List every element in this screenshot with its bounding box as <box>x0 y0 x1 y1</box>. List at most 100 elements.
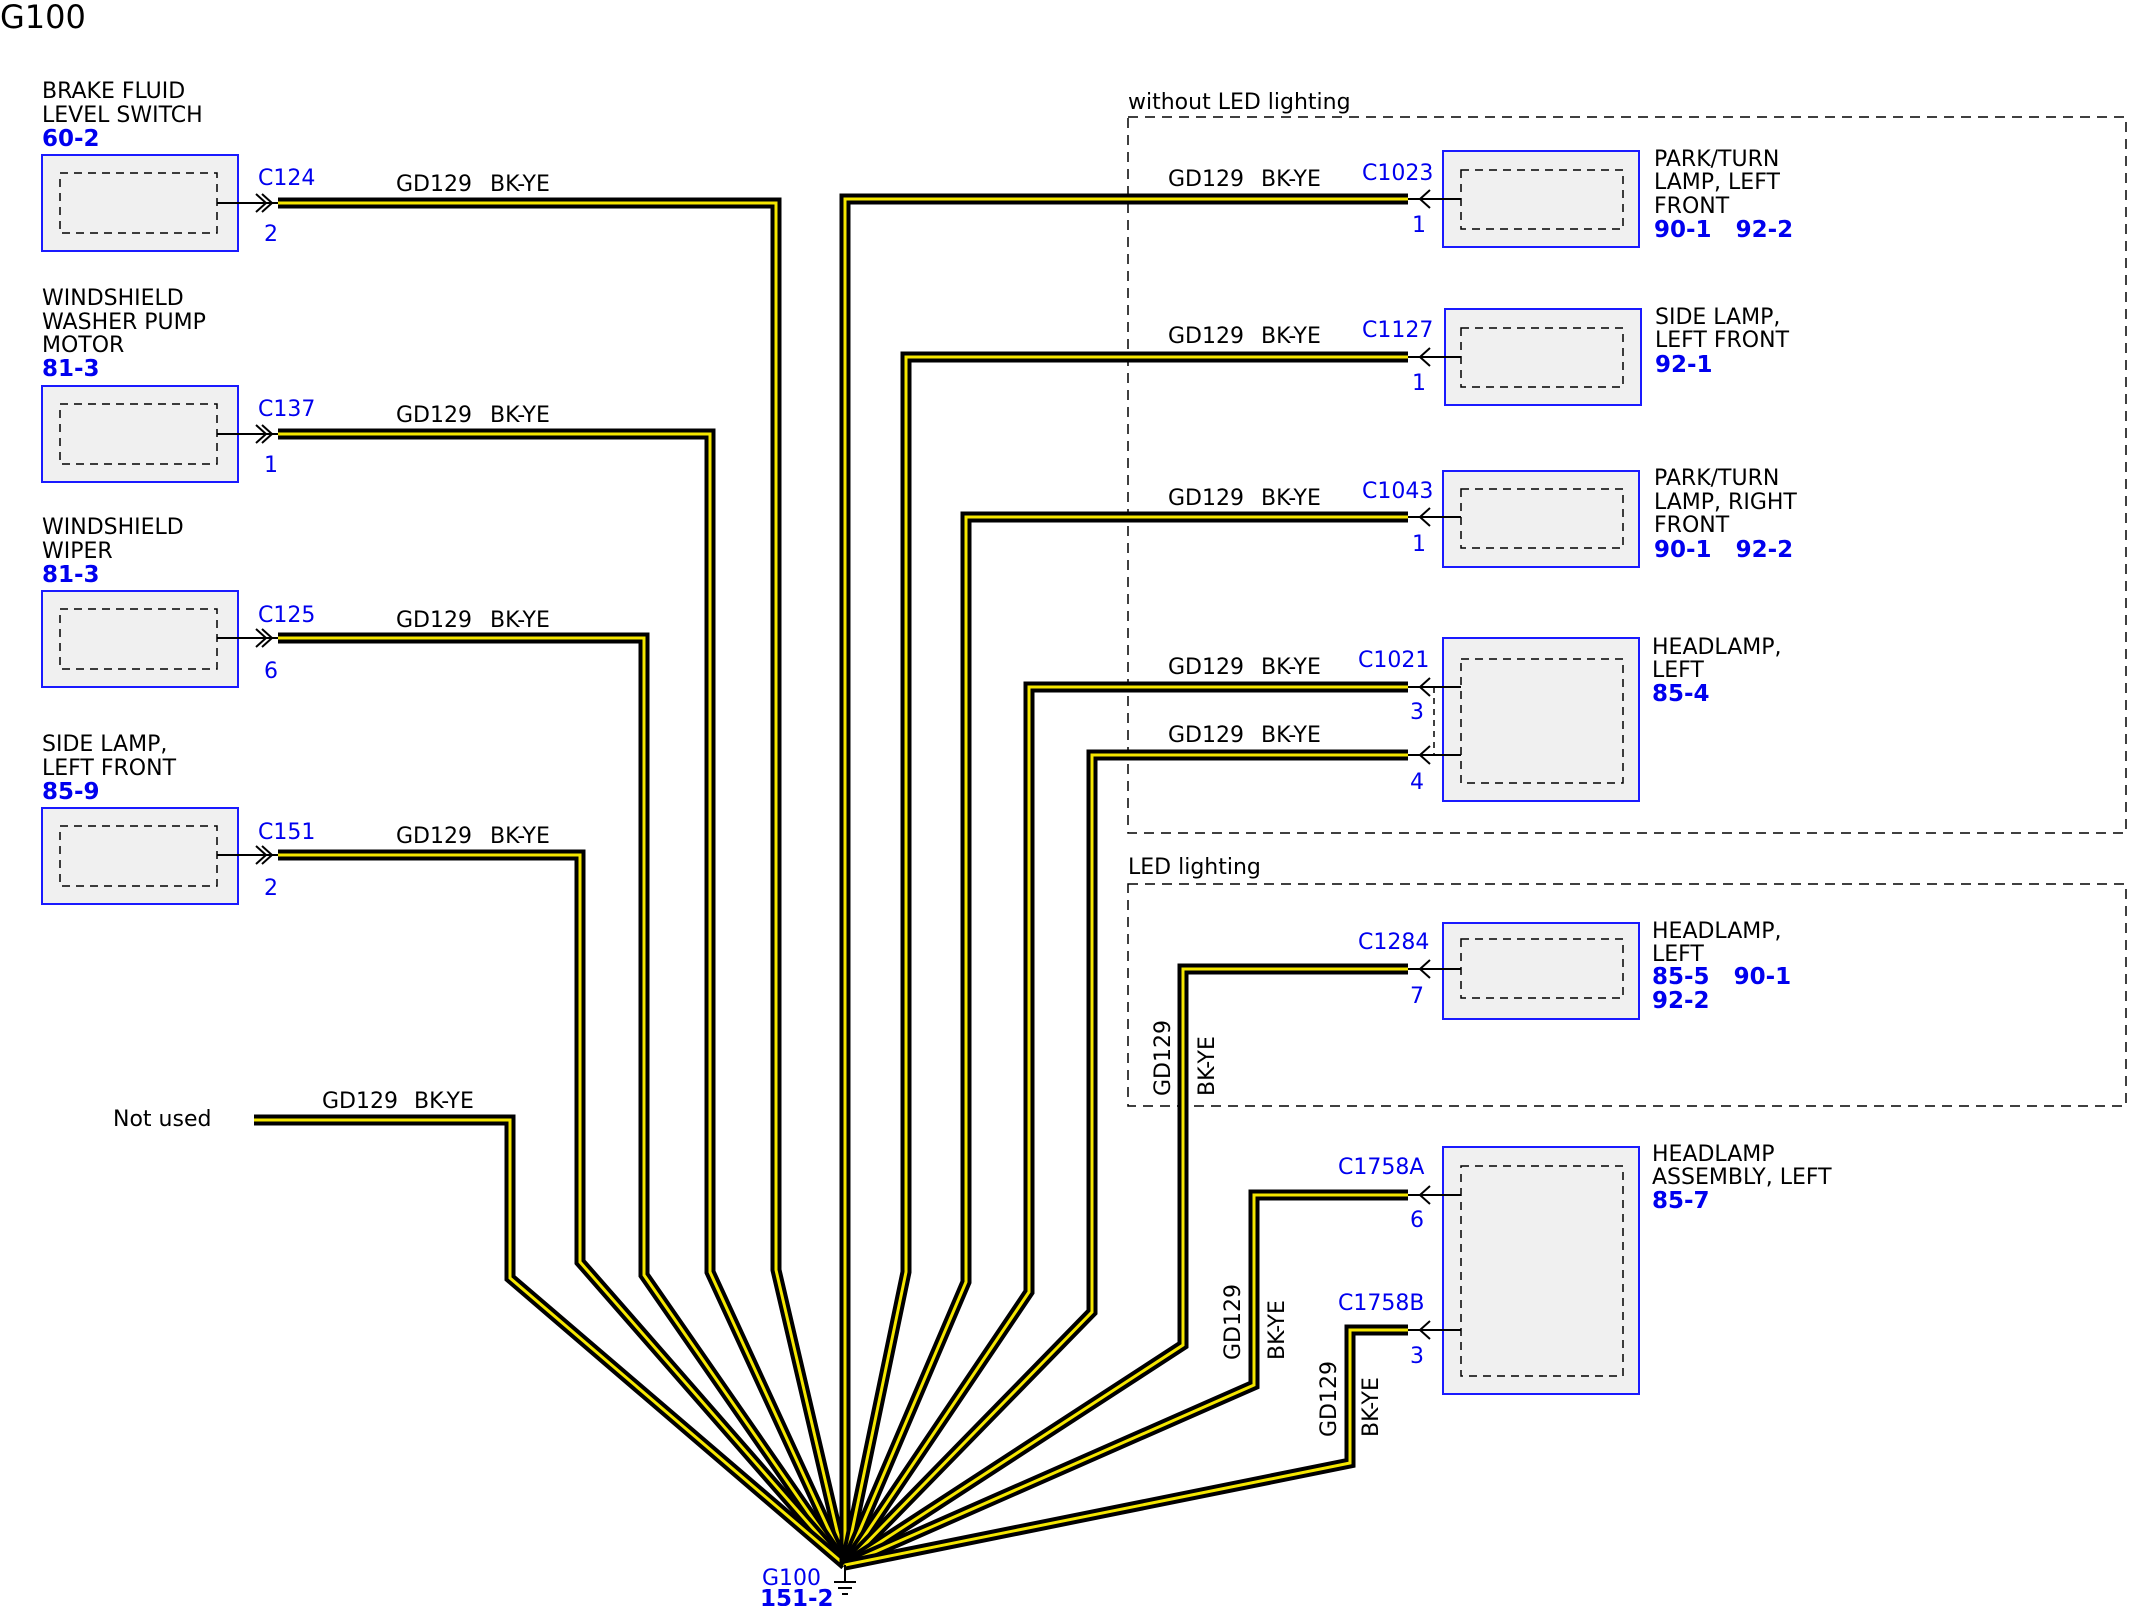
component-inner <box>1460 488 1624 549</box>
component-box <box>1442 1146 1640 1395</box>
pin-number: 1 <box>1412 532 1426 557</box>
wire-label-vertical: GD129 <box>1317 1361 1342 1437</box>
wire-color-label: BK-YE <box>1261 723 1321 748</box>
wire-circuit-label: GD129 <box>396 824 472 849</box>
connector-id: C125 <box>258 603 315 628</box>
component-box <box>1442 150 1640 248</box>
component-name-line: FRONT <box>1654 513 1730 538</box>
wire-circuit-label: GD129 <box>1221 1284 1246 1360</box>
wire-circuit-label: GD129 <box>396 403 472 428</box>
wire-label-vertical: BK-YE <box>1265 1300 1290 1360</box>
component-name-line: BRAKE FLUID <box>42 79 185 104</box>
connector-symbol <box>217 628 278 648</box>
connector-id: C1023 <box>1362 161 1433 186</box>
wire-color-label: BK-YE <box>414 1089 474 1114</box>
component-park-turn-lamp-right-front[interactable] <box>1442 470 1640 568</box>
connector-id: C1758A <box>1338 1155 1424 1180</box>
component-ref: 85-7 <box>1652 1188 1710 1214</box>
pin-number: 6 <box>264 659 278 684</box>
component-box <box>1442 922 1640 1020</box>
wire-c137 <box>278 428 850 1568</box>
pin-number: 1 <box>1412 371 1426 396</box>
wire-color-label: BK-YE <box>1261 324 1321 349</box>
wire-c1043 <box>839 511 1408 1568</box>
pin-number: 2 <box>264 876 278 901</box>
connector-symbol <box>1408 507 1461 527</box>
component-name-line: WINDSHIELD <box>42 515 184 540</box>
wire-label-vertical: GD129 <box>1151 1020 1176 1096</box>
connector-id: C1043 <box>1362 479 1433 504</box>
connector-id: C1127 <box>1362 318 1433 343</box>
pin-number: 1 <box>1412 213 1426 238</box>
ground-ref: 151-2 <box>760 1586 834 1606</box>
component-inner <box>1460 1165 1624 1377</box>
wire-circuit-label: GD129 <box>1317 1361 1342 1437</box>
component-side-lamp-left-front[interactable] <box>41 807 239 905</box>
component-ref: 92-2 <box>1652 988 1710 1014</box>
group-box-without-led <box>1127 116 2127 834</box>
wire-circuit-label: GD129 <box>1168 723 1244 748</box>
ground-id: G100 <box>762 1566 821 1591</box>
component-name-line: FRONT <box>1654 194 1730 219</box>
wire-not-used <box>254 1114 849 1570</box>
connector-symbol <box>217 424 278 444</box>
wire-c124 <box>278 197 851 1567</box>
component-ref: 60-2 <box>42 126 100 152</box>
connector-id: C1758B <box>1338 1291 1424 1316</box>
component-box <box>1442 637 1640 802</box>
wire-label-vertical: BK-YE <box>1195 1036 1220 1096</box>
component-ref: 90-1 92-2 <box>1654 537 1793 563</box>
component-side-lamp-left-front-right[interactable] <box>1444 308 1642 406</box>
component-name-line: WASHER PUMP <box>42 310 206 335</box>
component-ref: 85-4 <box>1652 681 1710 707</box>
component-ref: 85-5 90-1 <box>1652 964 1791 990</box>
component-name-line: LEVEL SWITCH <box>42 103 203 128</box>
component-name-line: SIDE LAMP, <box>1655 305 1780 330</box>
component-headlamp-left-c1021[interactable] <box>1442 637 1640 802</box>
component-box <box>1442 470 1640 568</box>
connector-id: C1021 <box>1358 648 1429 673</box>
diagram-title: G100 <box>0 0 86 36</box>
component-name-line: HEADLAMP <box>1652 1142 1775 1167</box>
component-box <box>41 385 239 483</box>
component-park-turn-lamp-left-front[interactable] <box>1442 150 1640 248</box>
connector-id: C1284 <box>1358 930 1429 955</box>
pin-number: 3 <box>1410 700 1424 725</box>
component-name-line: LEFT FRONT <box>42 756 177 781</box>
wire-c1021-pin4 <box>841 749 1408 1569</box>
component-name-line: LAMP, RIGHT <box>1654 490 1797 515</box>
wire-color-label: BK-YE <box>490 824 550 849</box>
wire-circuit-label: GD129 <box>1168 655 1244 680</box>
component-name-line: MOTOR <box>42 333 124 358</box>
not-used-label: Not used <box>113 1107 211 1132</box>
connector-symbol <box>1408 347 1461 367</box>
group-label-led: LED lighting <box>1128 855 1261 880</box>
wire-circuit-label: GD129 <box>1168 167 1244 192</box>
component-brake-fluid-level-switch[interactable] <box>41 154 239 252</box>
wire-c1023 <box>839 193 1408 1565</box>
wire-circuit-label: GD129 <box>396 608 472 633</box>
connector-symbol <box>1408 189 1461 209</box>
component-inner <box>1460 658 1624 784</box>
component-box <box>41 590 239 688</box>
wire-label-vertical: BK-YE <box>1359 1377 1384 1437</box>
wire-color-label: BK-YE <box>1195 1036 1220 1096</box>
connector-symbol <box>1408 959 1461 979</box>
component-name-line: WINDSHIELD <box>42 286 184 311</box>
wire-color-label: BK-YE <box>1359 1377 1384 1437</box>
component-name-line: HEADLAMP, <box>1652 919 1782 944</box>
component-windshield-wiper[interactable] <box>41 590 239 688</box>
component-name-line: PARK/TURN <box>1654 466 1779 491</box>
wire-c1758a <box>842 1189 1408 1571</box>
pin-number: 1 <box>264 453 278 478</box>
component-windshield-washer-pump-motor[interactable] <box>41 385 239 483</box>
wire-circuit-label: GD129 <box>322 1089 398 1114</box>
group-box-led <box>1127 883 2127 1107</box>
wire-color-label: BK-YE <box>1261 167 1321 192</box>
component-headlamp-left-c1284[interactable] <box>1442 922 1640 1020</box>
component-name-line: SIDE LAMP, <box>42 732 167 757</box>
wire-circuit-label: GD129 <box>1151 1020 1176 1096</box>
connector-symbol <box>217 845 278 865</box>
component-headlamp-assembly-left[interactable] <box>1442 1146 1640 1395</box>
